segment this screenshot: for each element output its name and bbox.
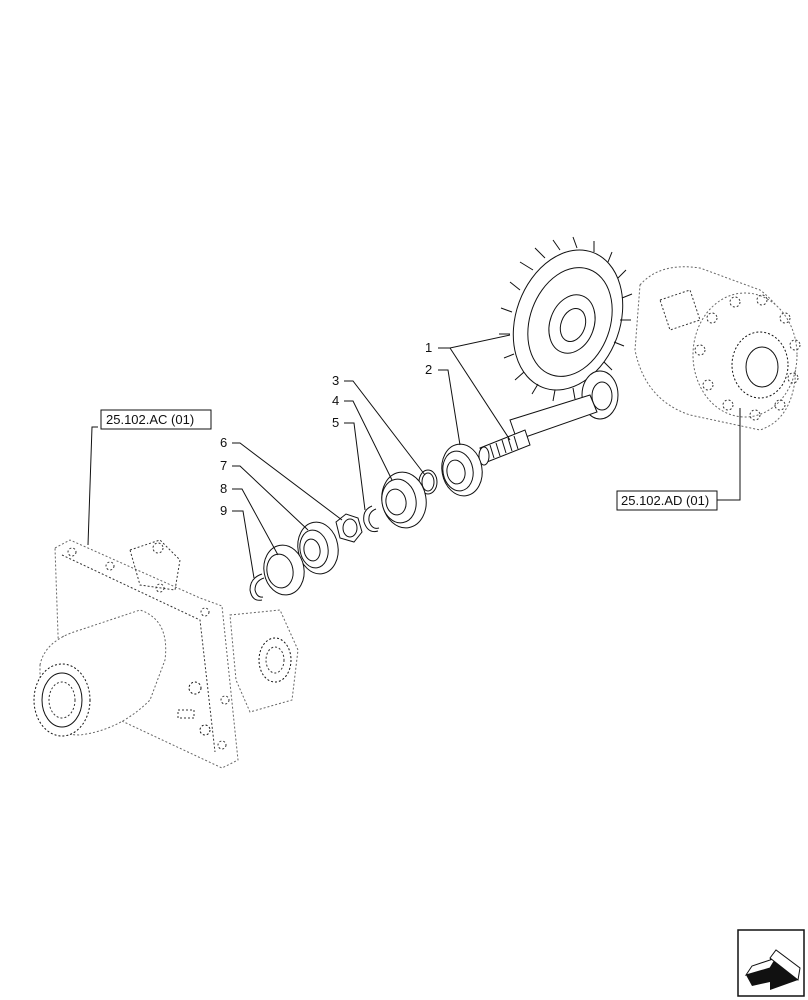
callout-7: 7 (220, 458, 227, 473)
callout-leaders (87, 334, 741, 579)
callout-1: 1 (425, 340, 432, 355)
part-8-seal (263, 544, 305, 596)
part-6-nut (335, 513, 363, 543)
ref-link-25-102-ad[interactable]: 25.102.AD (01) (616, 490, 718, 511)
part-9-circlip (249, 573, 265, 601)
ref-label-right: 25.102.AD (01) (621, 493, 709, 508)
part-7-bearing (297, 521, 339, 575)
part-5-snap-ring (363, 505, 380, 533)
callout-4: 4 (332, 393, 339, 408)
ref-link-25-102-ac[interactable]: 25.102.AC (01) (100, 409, 212, 430)
axle-housing-assembly (33, 539, 299, 769)
callout-8: 8 (220, 481, 227, 496)
differential-assembly (634, 266, 801, 431)
crown-wheel-and-pinion (478, 236, 633, 466)
callout-5: 5 (332, 415, 339, 430)
callout-2: 2 (425, 362, 432, 377)
callout-labels: 1 2 3 4 5 6 7 8 9 (220, 340, 432, 518)
callout-6: 6 (220, 435, 227, 450)
callout-9: 9 (220, 503, 227, 518)
callout-3: 3 (332, 373, 339, 388)
part-4-bearing (381, 471, 427, 529)
next-page-arrow-icon[interactable] (737, 929, 805, 997)
part-2-bearing (441, 443, 483, 497)
ref-label-left: 25.102.AC (01) (106, 412, 194, 427)
